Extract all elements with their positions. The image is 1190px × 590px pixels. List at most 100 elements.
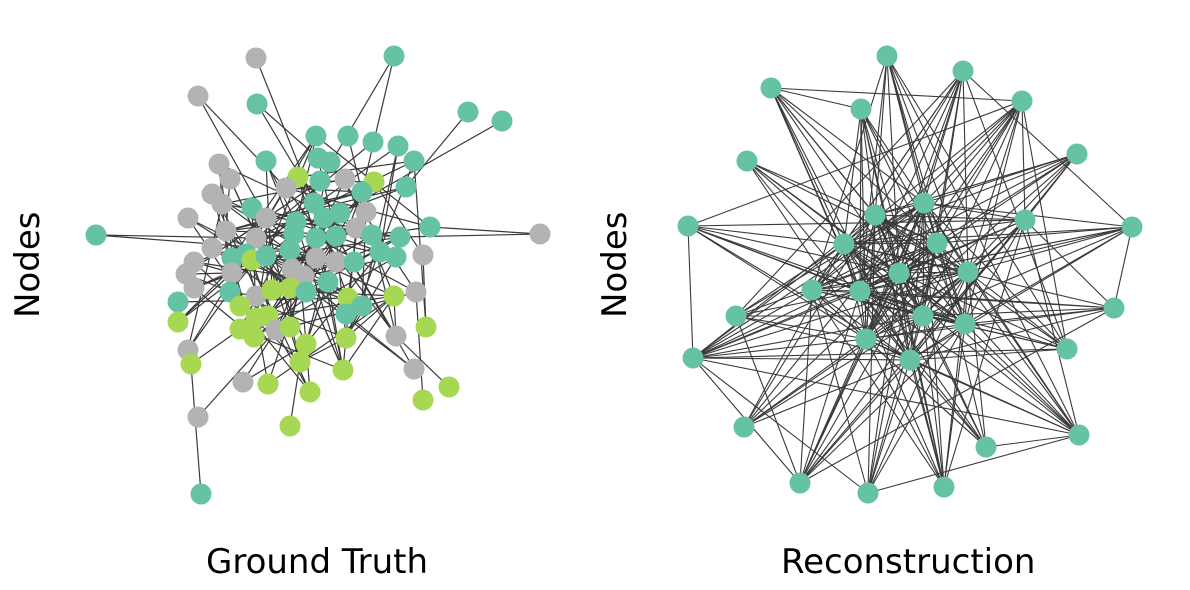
node bbox=[245, 47, 267, 69]
edge bbox=[692, 315, 924, 359]
node bbox=[329, 202, 351, 224]
edge bbox=[743, 214, 876, 428]
node bbox=[733, 416, 755, 438]
edge bbox=[735, 290, 861, 317]
edge bbox=[399, 233, 541, 238]
edge bbox=[811, 70, 964, 291]
node bbox=[319, 151, 341, 173]
edge bbox=[909, 348, 1068, 361]
node bbox=[957, 261, 979, 283]
edge bbox=[770, 87, 1023, 102]
edge bbox=[867, 202, 925, 494]
node bbox=[313, 207, 335, 229]
ground-truth-edges bbox=[95, 55, 541, 495]
edge bbox=[874, 214, 1080, 436]
node bbox=[1014, 209, 1036, 231]
node bbox=[385, 325, 407, 347]
node bbox=[369, 241, 391, 263]
edge bbox=[327, 281, 344, 371]
node bbox=[760, 77, 782, 99]
edge bbox=[687, 100, 1023, 227]
node bbox=[232, 371, 254, 393]
edge bbox=[770, 87, 925, 204]
edge bbox=[1021, 100, 1068, 350]
edge bbox=[692, 243, 845, 359]
edge bbox=[811, 289, 945, 488]
edge bbox=[692, 348, 1068, 359]
node bbox=[279, 316, 301, 338]
edge bbox=[379, 145, 399, 253]
edge bbox=[692, 357, 1080, 436]
edge bbox=[177, 272, 233, 323]
node bbox=[899, 349, 921, 371]
edge bbox=[289, 361, 301, 427]
edge bbox=[799, 338, 867, 484]
node bbox=[849, 280, 871, 302]
edge bbox=[190, 363, 202, 495]
node bbox=[325, 225, 347, 247]
edge bbox=[886, 55, 1068, 350]
node bbox=[299, 381, 321, 403]
node bbox=[279, 277, 301, 299]
node bbox=[215, 220, 237, 242]
node bbox=[229, 295, 251, 317]
node bbox=[682, 347, 704, 369]
edge bbox=[967, 100, 1023, 273]
edge bbox=[936, 100, 1023, 244]
node bbox=[833, 233, 855, 255]
edge bbox=[843, 243, 987, 448]
edge bbox=[922, 307, 1115, 317]
edge bbox=[936, 226, 1133, 244]
edge bbox=[909, 359, 987, 448]
node bbox=[801, 279, 823, 301]
edge bbox=[770, 87, 845, 245]
node bbox=[1066, 143, 1088, 165]
edge bbox=[692, 338, 867, 359]
node bbox=[343, 251, 365, 273]
node bbox=[1056, 338, 1078, 360]
edge bbox=[429, 226, 541, 235]
edge bbox=[867, 242, 938, 494]
edge bbox=[859, 70, 964, 292]
edge bbox=[964, 323, 1080, 436]
edge bbox=[342, 295, 395, 371]
node bbox=[283, 223, 305, 245]
node bbox=[415, 316, 437, 338]
edge bbox=[967, 271, 1068, 350]
node bbox=[85, 224, 107, 246]
edge bbox=[735, 243, 845, 317]
edge bbox=[898, 100, 1023, 274]
node bbox=[335, 303, 357, 325]
edge bbox=[743, 202, 925, 428]
node bbox=[912, 305, 934, 327]
node bbox=[211, 193, 233, 215]
edge bbox=[967, 226, 1133, 273]
edge bbox=[962, 70, 969, 273]
node bbox=[457, 101, 479, 123]
node bbox=[187, 85, 209, 107]
node bbox=[221, 262, 243, 284]
node bbox=[335, 327, 357, 349]
node bbox=[255, 245, 277, 267]
node bbox=[243, 326, 265, 348]
edge bbox=[743, 315, 924, 428]
edge bbox=[692, 357, 869, 494]
node bbox=[305, 227, 327, 249]
node bbox=[208, 153, 230, 175]
node bbox=[245, 227, 267, 249]
edge bbox=[860, 108, 945, 488]
node bbox=[219, 168, 241, 190]
ground-truth-x-label: Ground Truth bbox=[206, 542, 429, 582]
edge bbox=[405, 111, 469, 188]
reconstruction-edges bbox=[687, 55, 1133, 494]
edge bbox=[865, 338, 945, 488]
edge bbox=[964, 219, 1026, 325]
edge bbox=[985, 434, 1080, 448]
edge bbox=[843, 153, 1078, 245]
edge bbox=[267, 295, 395, 385]
node bbox=[412, 389, 434, 411]
node bbox=[876, 45, 898, 67]
node bbox=[245, 285, 267, 307]
node bbox=[395, 176, 417, 198]
edge bbox=[923, 202, 945, 488]
